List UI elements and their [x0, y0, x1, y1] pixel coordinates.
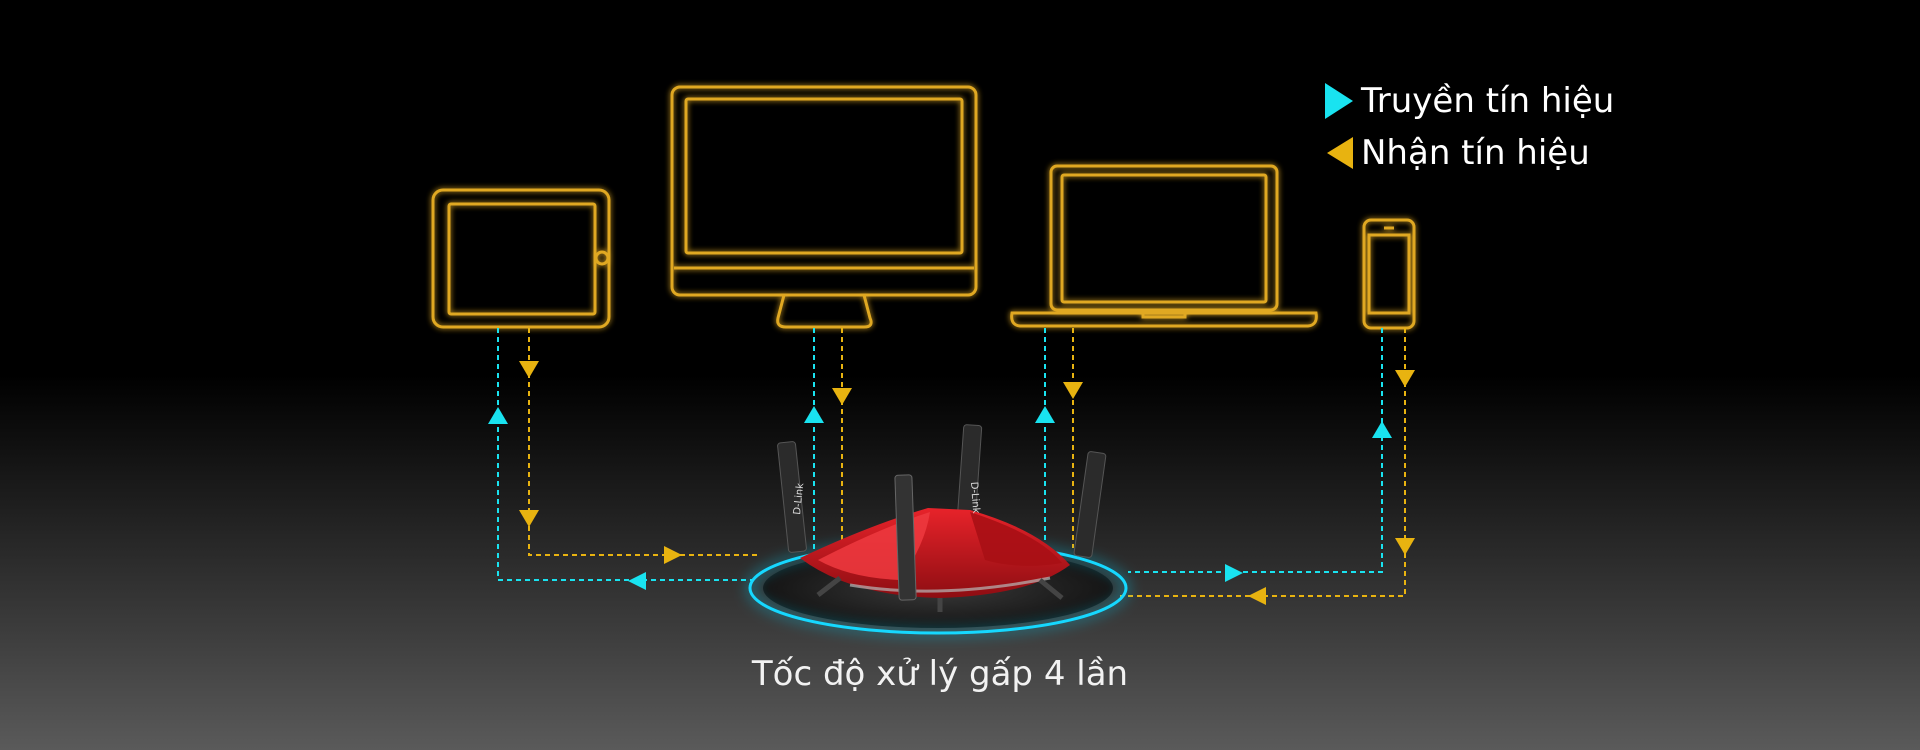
laptop-icon — [1010, 164, 1318, 328]
smartphone-icon — [1362, 218, 1416, 330]
transmit-arrows — [488, 406, 1392, 590]
antenna-brand-label-2: D-Link — [968, 481, 981, 514]
gold-triangle-left-icon — [1327, 137, 1353, 169]
legend-receive: Nhận tín hiệu — [1323, 131, 1590, 175]
legend-transmit-label: Truyền tín hiệu — [1361, 81, 1615, 121]
cyan-triangle-right-icon — [1325, 83, 1353, 119]
antenna-brand-label: D-Link — [792, 482, 806, 515]
receive-arrows — [519, 361, 1415, 605]
tablet-icon — [431, 188, 611, 329]
legend-receive-label: Nhận tín hiệu — [1361, 133, 1590, 173]
receive-lines — [528, 328, 1406, 597]
caption: Tốc độ xử lý gấp 4 lần — [751, 654, 1129, 694]
router-icon: D-Link D-Link — [748, 424, 1128, 635]
desktop-monitor-icon — [670, 85, 978, 329]
legend-transmit: Truyền tín hiệu — [1323, 79, 1614, 123]
